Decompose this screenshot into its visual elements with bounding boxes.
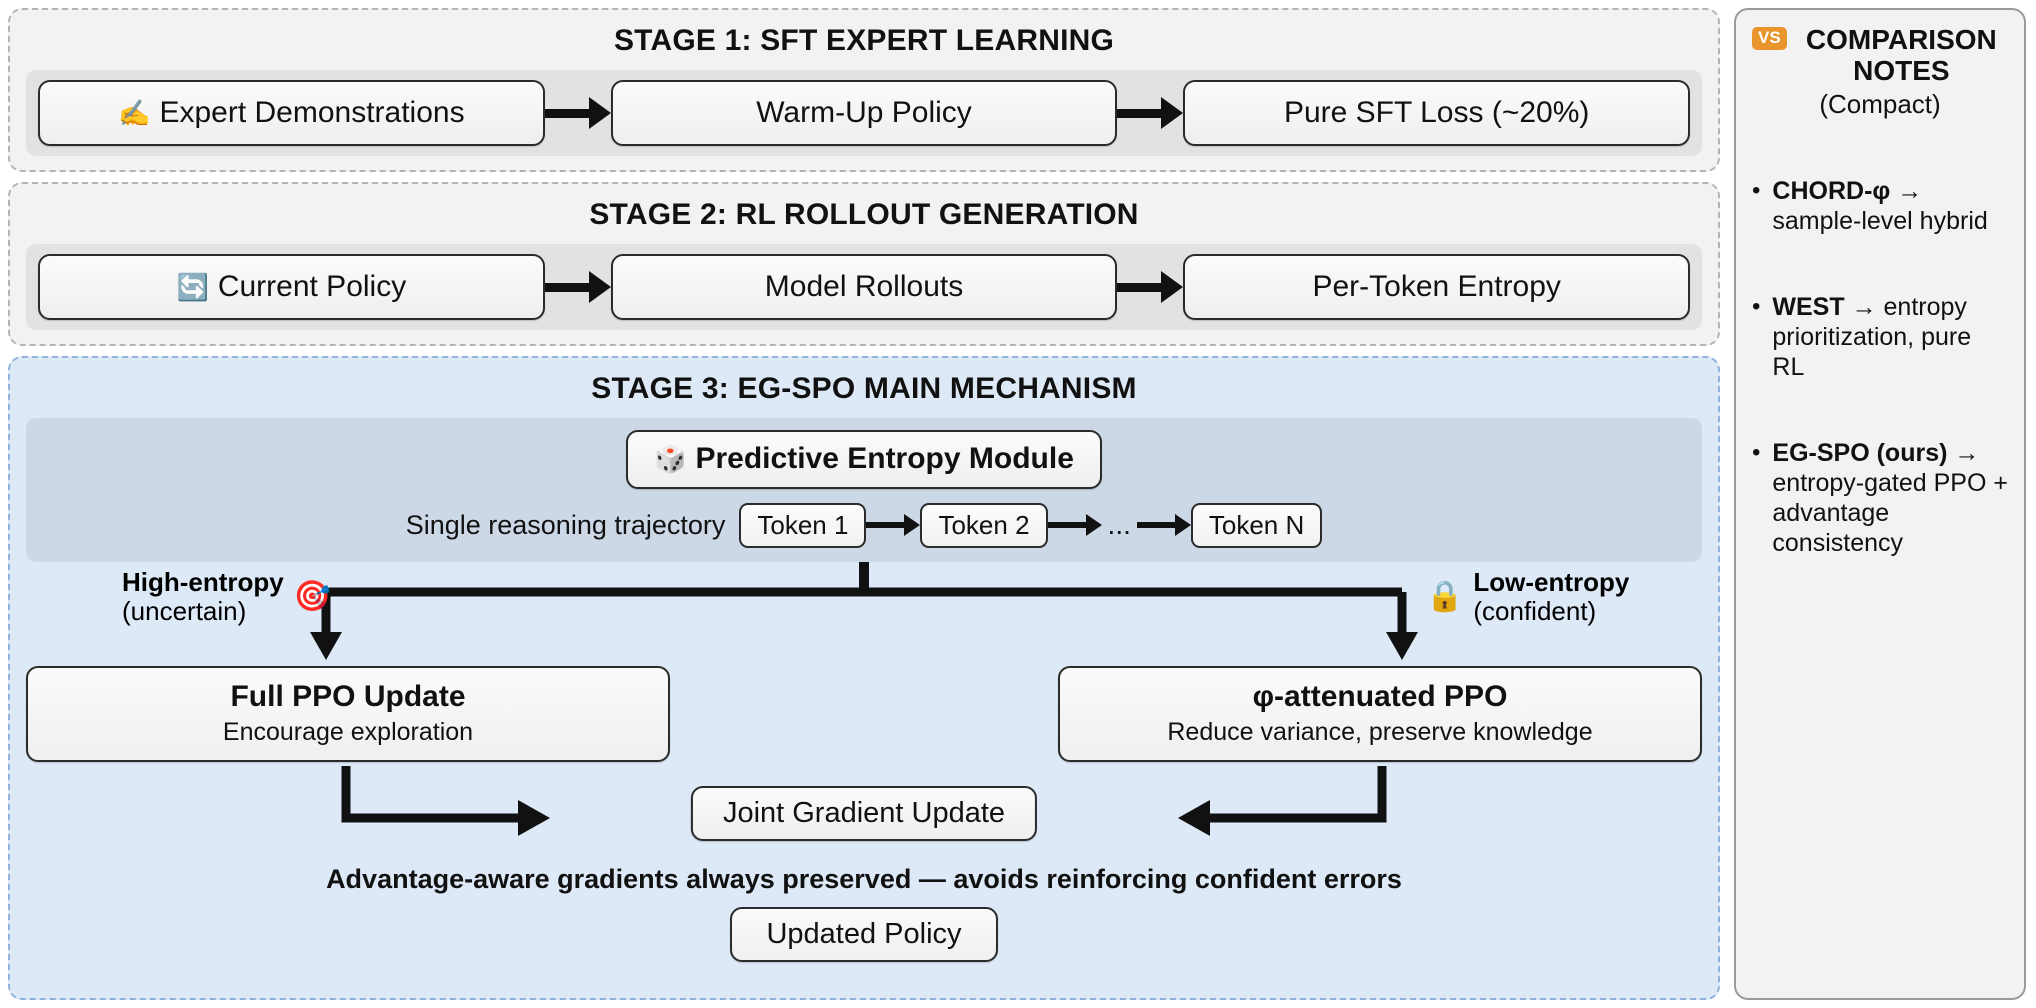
node-label: Per-Token Entropy bbox=[1312, 269, 1561, 303]
node-phi-attenuated-ppo[interactable]: φ-attenuated PPO Reduce variance, preser… bbox=[1058, 665, 1702, 762]
updated-policy-row: Updated Policy bbox=[26, 906, 1702, 962]
dice-icon: 🎲 bbox=[654, 444, 687, 475]
joint-arrows-svg bbox=[341, 765, 1387, 836]
node-label: Warm-Up Policy bbox=[756, 95, 972, 129]
stage-2-band: 🔄 Current Policy Model Rollouts bbox=[26, 244, 1702, 330]
list-item-text: CHORD-φ → sample-level hybrid bbox=[1772, 176, 2008, 236]
comparison-notes-panel: VS COMPARISON NOTES (Compact) • CHORD-φ … bbox=[1734, 8, 2026, 1000]
writing-hand-icon: ✍️ bbox=[118, 98, 151, 128]
entropy-branch-connector: High-entropy (uncertain) 🎯 🔒 Low-entropy… bbox=[26, 561, 1702, 666]
list-item-rest: entropy-gated PPO + advantage consistenc… bbox=[1772, 468, 2008, 557]
token-trajectory: Single reasoning trajectory Token 1 Toke… bbox=[38, 502, 1690, 548]
vs-badge-icon: VS bbox=[1752, 27, 1787, 50]
joint-label: Joint Gradient Update bbox=[722, 796, 1006, 829]
token-1[interactable]: Token 1 bbox=[739, 502, 867, 548]
updated-policy-label: Updated Policy bbox=[766, 917, 962, 950]
node-label: Pure SFT Loss (~20%) bbox=[1283, 95, 1590, 129]
comparison-notes-title: COMPARISON NOTES bbox=[1805, 24, 1997, 87]
trajectory-label: Single reasoning trajectory bbox=[405, 509, 726, 540]
lock-icon: 🔒 bbox=[1426, 579, 1464, 613]
node-model-rollouts[interactable]: Model Rollouts bbox=[610, 254, 1118, 320]
list-item-rest: sample-level hybrid bbox=[1772, 206, 1988, 235]
node-current-policy[interactable]: 🔄 Current Policy bbox=[38, 254, 545, 320]
comparison-notes-header: VS COMPARISON NOTES bbox=[1752, 24, 2008, 87]
comparison-notes-list: • CHORD-φ → sample-level hybrid • WEST →… bbox=[1752, 176, 2008, 558]
token-n[interactable]: Token N bbox=[1190, 502, 1323, 548]
node-per-token-entropy[interactable]: Per-Token Entropy bbox=[1183, 254, 1691, 320]
stage-3-entropy-band: 🎲 Predictive Entropy Module Single reaso… bbox=[26, 418, 1702, 562]
bullet-icon: • bbox=[1752, 292, 1761, 320]
arrow-s1-1 bbox=[544, 97, 611, 129]
arrow-token-2-ellipsis bbox=[1047, 514, 1102, 536]
branch-lines-svg bbox=[310, 561, 1418, 660]
target-dart-icon: 🎯 bbox=[293, 579, 332, 613]
refresh-icon: 🔄 bbox=[176, 272, 209, 302]
node-warmup-policy[interactable]: Warm-Up Policy bbox=[610, 80, 1118, 146]
ppo-update-row: Full PPO Update Encourage exploration φ-… bbox=[26, 665, 1702, 762]
stage-2-flow: 🔄 Current Policy Model Rollouts bbox=[38, 254, 1691, 320]
list-item-strong: EG-SPO (ours) → bbox=[1772, 438, 1980, 467]
low-entropy-label: 🔒 Low-entropy (confident) bbox=[1426, 566, 1630, 626]
stage-1-flow: ✍️ Expert Demonstrations Warm-Up Policy bbox=[38, 80, 1691, 146]
list-item: • CHORD-φ → sample-level hybrid bbox=[1752, 176, 2008, 236]
high-entropy-title: High-entropy bbox=[122, 566, 284, 597]
low-entropy-text: Low-entropy (confident) bbox=[1473, 566, 1630, 626]
arrow-s2-1 bbox=[544, 271, 611, 303]
list-item-text: EG-SPO (ours) → entropy-gated PPO + adva… bbox=[1772, 438, 2008, 558]
ppo-title: Full PPO Update bbox=[230, 680, 466, 714]
stage-2-title: STAGE 2: RL ROLLOUT GENERATION bbox=[589, 198, 1139, 231]
node-joint-gradient-update[interactable]: Joint Gradient Update bbox=[690, 785, 1038, 841]
high-entropy-label: High-entropy (uncertain) 🎯 bbox=[122, 566, 332, 626]
module-label: Predictive Entropy Module bbox=[695, 442, 1074, 475]
node-full-ppo-update[interactable]: Full PPO Update Encourage exploration bbox=[26, 665, 670, 762]
stage-2-container: STAGE 2: RL ROLLOUT GENERATION 🔄 Current… bbox=[8, 182, 1720, 346]
arrow-s1-2 bbox=[1117, 97, 1184, 129]
arrow-token-1-2 bbox=[866, 514, 921, 536]
node-predictive-entropy-module[interactable]: 🎲 Predictive Entropy Module bbox=[626, 430, 1102, 489]
high-entropy-text: High-entropy (uncertain) bbox=[122, 566, 284, 626]
token-2[interactable]: Token 2 bbox=[920, 502, 1048, 548]
bullet-icon: • bbox=[1752, 176, 1761, 204]
ppo-subtitle: Reduce variance, preserve knowledge bbox=[1167, 717, 1593, 746]
node-label: Model Rollouts bbox=[764, 269, 964, 303]
list-item-text: WEST → entropy prioritization, pure RL bbox=[1772, 292, 2008, 382]
stage-1-band: ✍️ Expert Demonstrations Warm-Up Policy bbox=[26, 70, 1702, 156]
high-entropy-subtitle: (uncertain) bbox=[122, 595, 247, 626]
token-ellipsis: ... bbox=[1107, 509, 1131, 540]
list-item-strong: WEST → bbox=[1772, 292, 1877, 321]
comparison-notes-subtitle: (Compact) bbox=[1819, 88, 1941, 119]
node-expert-demonstrations[interactable]: ✍️ Expert Demonstrations bbox=[38, 80, 545, 146]
stage-3-container: STAGE 3: EG-SPO MAIN MECHANISM 🎲 Predict… bbox=[8, 356, 1720, 1000]
list-item-rest: entropy prioritization, pure RL bbox=[1772, 292, 1972, 381]
pipeline-diagram: STAGE 1: SFT EXPERT LEARNING ✍️ Expert D… bbox=[8, 8, 1720, 1000]
low-entropy-title: Low-entropy bbox=[1473, 566, 1630, 597]
ppo-title: φ-attenuated PPO bbox=[1252, 680, 1508, 714]
list-item: • EG-SPO (ours) → entropy-gated PPO + ad… bbox=[1752, 438, 2008, 558]
arrow-ellipsis-tokenN bbox=[1136, 514, 1191, 536]
arrow-s2-2 bbox=[1117, 271, 1184, 303]
advantage-note: Advantage-aware gradients always preserv… bbox=[326, 863, 1402, 894]
node-updated-policy[interactable]: Updated Policy bbox=[730, 906, 998, 962]
low-entropy-subtitle: (confident) bbox=[1473, 595, 1597, 626]
stage-1-container: STAGE 1: SFT EXPERT LEARNING ✍️ Expert D… bbox=[8, 8, 1720, 172]
list-item: • WEST → entropy prioritization, pure RL bbox=[1752, 292, 2008, 382]
node-label: Current Policy bbox=[217, 269, 407, 303]
node-pure-sft-loss[interactable]: Pure SFT Loss (~20%) bbox=[1183, 80, 1691, 146]
ppo-subtitle: Encourage exploration bbox=[222, 717, 474, 746]
stage-3-title: STAGE 3: EG-SPO MAIN MECHANISM bbox=[591, 372, 1137, 405]
list-item-strong: CHORD-φ → bbox=[1772, 176, 1923, 205]
bullet-icon: • bbox=[1752, 438, 1761, 466]
stage-1-title: STAGE 1: SFT EXPERT LEARNING bbox=[613, 24, 1115, 57]
joint-update-row: Joint Gradient Update bbox=[26, 765, 1702, 862]
node-label: Expert Demonstrations bbox=[159, 95, 465, 129]
